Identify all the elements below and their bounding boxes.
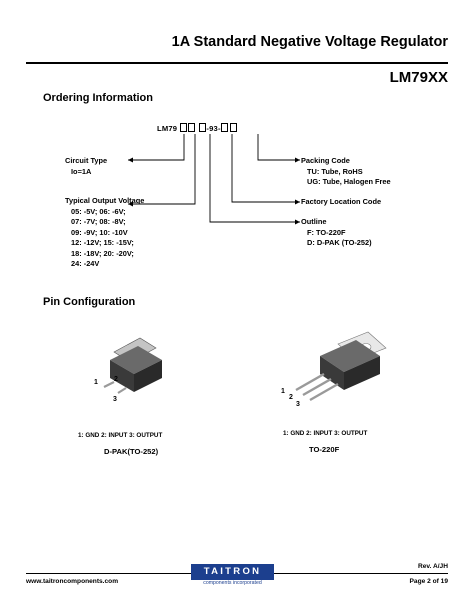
dpak-lead-1 xyxy=(103,381,115,388)
circuit-type-value: Io=1A xyxy=(71,166,92,176)
voltage-leader xyxy=(128,134,196,205)
dpak-top xyxy=(110,346,162,374)
packing-code-label: Packing Code xyxy=(301,156,350,165)
voltage-option: 12: -12V; 15: -15V; xyxy=(71,238,134,247)
arrowhead-icon xyxy=(295,199,300,205)
header-rule xyxy=(26,62,448,64)
arrowhead-icon xyxy=(295,219,300,225)
dpak-pin-1-label: 1 xyxy=(94,379,98,386)
code-slot-box xyxy=(198,123,206,132)
ordering-heading: Ordering Information xyxy=(43,92,153,104)
order-code-prefix: LM79 xyxy=(157,124,178,133)
dpak-pin-3-label: 3 xyxy=(113,396,117,403)
to220f-pin-caption: 1: GND 2: INPUT 3: OUTPUT xyxy=(283,430,368,437)
packing-code-block: Packing Code TU: Tube, RoHS UG: Tube, Ha… xyxy=(301,156,391,188)
revision: Rev. A/JH xyxy=(417,563,448,570)
packing-option: UG: Tube, Halogen Free xyxy=(307,177,391,186)
dpak-side xyxy=(134,360,162,392)
voltage-option: 07: -7V; 08: -8V; xyxy=(71,217,126,226)
page-number: Page 2 of 19 xyxy=(409,578,448,585)
code-slot-box xyxy=(188,123,196,132)
order-code-mid: -93- xyxy=(206,124,221,133)
packing-leader xyxy=(257,134,300,161)
website-url[interactable]: www.taitroncomponents.com xyxy=(26,578,119,585)
dpak-front xyxy=(110,360,134,392)
circuit-type-label: Circuit Type xyxy=(65,156,108,165)
outline-option: D: D-PAK (TO-252) xyxy=(307,238,372,247)
circuit-type-block: Circuit Type Io=1A xyxy=(65,156,107,177)
factory-leader xyxy=(231,134,300,203)
circuit-type-leader xyxy=(128,134,185,161)
arrowhead-icon xyxy=(295,157,300,163)
outline-block: Outline F: TO-220F D: D-PAK (TO-252) xyxy=(301,217,372,249)
outline-label: Outline xyxy=(301,217,327,226)
outline-option: F: TO-220F xyxy=(307,227,346,237)
taitron-logo: TAITRON xyxy=(191,564,274,580)
to220f-lead-1 xyxy=(295,372,325,392)
dpak-lead-3 xyxy=(117,387,127,394)
to220f-lead-3 xyxy=(309,382,339,402)
voltage-option: 18: -18V; 20: -20V; xyxy=(71,248,134,258)
voltage-option: 24: -24V xyxy=(71,259,100,268)
arrowhead-icon xyxy=(128,201,133,207)
to220f-package-label: TO-220F xyxy=(309,445,340,454)
output-voltage-label: Typical Output Voltage xyxy=(65,196,145,205)
taitron-logo-tagline: components incorporated xyxy=(203,580,262,586)
pin-config-heading: Pin Configuration xyxy=(43,296,136,308)
voltage-option: 09: -9V; 10: -10V xyxy=(71,227,128,237)
to220f-pin-2-label: 2 xyxy=(289,394,293,401)
part-number: LM79XX xyxy=(389,69,448,86)
to220f-pin-3-label: 3 xyxy=(296,401,300,408)
outline-leader xyxy=(209,134,300,223)
code-slot-box xyxy=(221,123,229,132)
to220f-package-icon xyxy=(295,331,387,402)
dpak-package-label: D-PAK(TO-252) xyxy=(104,447,159,456)
dpak-pin-2-label: 2 xyxy=(114,376,118,383)
to220f-top xyxy=(320,340,380,372)
code-slot-box xyxy=(229,123,237,132)
dpak-package-icon xyxy=(103,337,162,394)
order-code: LM79 -93- xyxy=(157,123,237,133)
to220f-pin-1-label: 1 xyxy=(281,388,285,395)
code-slot-box xyxy=(180,123,188,132)
document-title: 1A Standard Negative Voltage Regulator xyxy=(171,34,448,50)
to220f-front xyxy=(320,356,344,390)
arrowhead-icon xyxy=(128,157,133,163)
output-voltage-block: Typical Output Voltage 05: -5V; 06: -6V;… xyxy=(65,196,144,270)
factory-code-label: Factory Location Code xyxy=(301,197,382,206)
to220f-lead-2 xyxy=(302,377,332,397)
voltage-option: 05: -5V; 06: -6V; xyxy=(71,206,126,216)
packing-option: TU: Tube, RoHS xyxy=(307,166,363,176)
dpak-pin-caption: 1: GND 2: INPUT 3: OUTPUT xyxy=(78,432,163,439)
to220f-side xyxy=(344,356,380,390)
